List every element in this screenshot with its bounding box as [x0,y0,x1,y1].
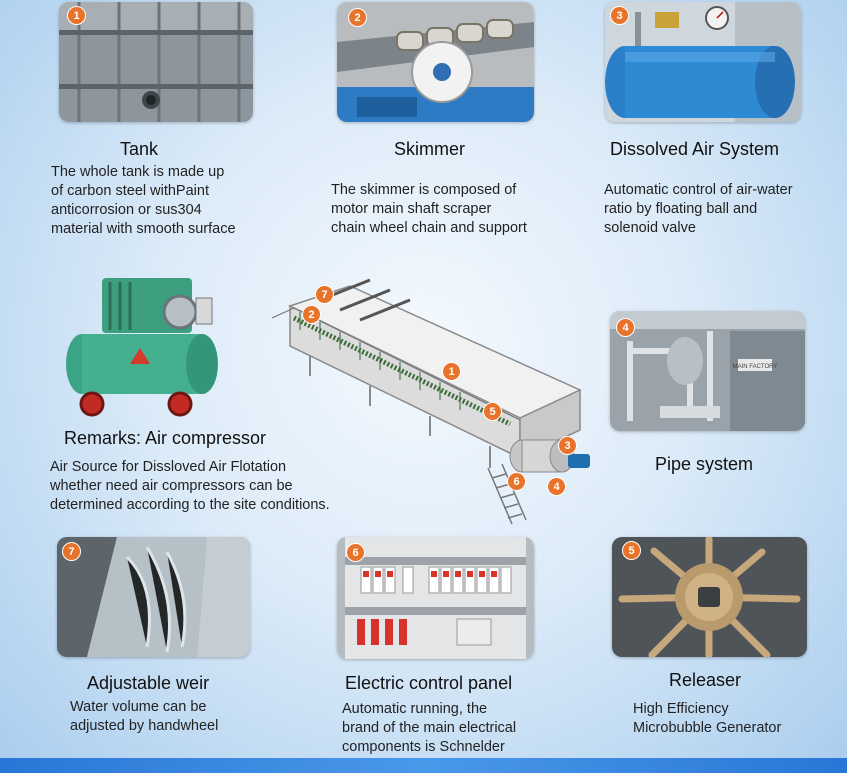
tank-desc-line: anticorrosion or sus304 [51,202,202,218]
dissolved-air-description: Automatic control of air-water ratio by … [604,181,793,238]
adjustable-weir-title: Adjustable weir [87,673,210,693]
air-compressor-desc-line: whether need air compressors can be [50,478,293,494]
tank-title: Tank [120,139,159,159]
releaser-desc-line: Microbubble Generator [633,720,782,736]
adjustable-weir-image [57,537,250,657]
electric-panel-description: Automatic running, the brand of the main… [342,700,516,757]
releaser-image [612,537,807,657]
electric-panel-desc-line: components is Schnelder [342,739,505,755]
dissolved-air-desc-line: solenoid valve [604,220,696,236]
adjustable-weir-desc-line: adjusted by handwheel [70,718,219,734]
electric-panel-photo: 6 [337,537,534,659]
adjustable-weir-description: Water volume can be adjusted by handwhee… [70,698,218,736]
tank-desc-line: The whole tank is made up [51,164,225,180]
machine-label-6: 6 [507,472,526,491]
skimmer-desc-line: chain wheel chain and support [331,220,527,236]
air-compressor-description: Air Source for Dissloved Air Flotation w… [50,458,330,515]
electric-panel-image [337,537,534,659]
electric-panel-badge: 6 [346,543,365,562]
tank-image [59,2,253,122]
tank-description: The whole tank is made up of carbon stee… [51,163,236,239]
releaser-title: Releaser [669,670,742,690]
tank-desc-line: material with smooth surface [51,221,236,237]
pipe-system-photo: MAIN FACTORY 4 [610,311,805,431]
electric-panel-title: Electric control panel [345,673,513,693]
machine-label-3: 3 [558,436,577,455]
releaser-photo: 5 [612,537,807,657]
daf-machine-diagram: 1 2 3 4 5 6 7 [250,278,600,530]
skimmer-desc-line: motor main shaft scraper [331,201,492,217]
releaser-description: High Efficiency Microbubble Generator [633,700,781,738]
skimmer-desc-line: The skimmer is composed of [331,182,517,198]
machine-label-1: 1 [442,362,461,381]
releaser-badge: 5 [622,541,641,560]
dissolved-air-image [605,2,801,122]
adjustable-weir-photo: 7 [57,537,250,657]
dissolved-air-title: Dissolved Air System [610,139,780,159]
tank-desc-line: of carbon steel withPaint [51,183,209,199]
machine-label-4: 4 [547,477,566,496]
machine-label-7: 7 [315,285,334,304]
air-compressor-desc-line: Air Source for Dissloved Air Flotation [50,459,287,475]
pipe-system-title: Pipe system [655,454,754,474]
dissolved-air-desc-line: ratio by floating ball and [604,201,758,217]
adjustable-weir-desc-line: Water volume can be [70,699,207,715]
pipe-system-image: MAIN FACTORY [610,311,805,431]
skimmer-description: The skimmer is composed of motor main sh… [331,181,527,238]
air-compressor-image [62,268,220,418]
electric-panel-desc-line: Automatic running, the [342,701,488,717]
dissolved-air-photo: 3 [605,2,801,122]
releaser-desc-line: High Efficiency [633,701,729,717]
skimmer-title: Skimmer [394,139,465,159]
adjustable-weir-badge: 7 [62,542,81,561]
pipe-system-badge: 4 [616,318,635,337]
tank-photo: 1 [59,2,253,122]
electric-panel-desc-line: brand of the main electrical [342,720,517,736]
machine-label-5: 5 [483,402,502,421]
skimmer-image [337,2,534,122]
air-compressor-desc-line: determined according to the site conditi… [50,497,330,513]
air-compressor-title: Remarks: Air compressor [64,428,267,448]
skimmer-photo: 2 [337,2,534,122]
machine-label-2: 2 [302,305,321,324]
pipe-system-plate-text: MAIN FACTORY [733,364,778,370]
dissolved-air-desc-line: Automatic control of air-water [604,182,793,198]
footer-bar [0,758,847,773]
dissolved-air-badge: 3 [610,6,629,25]
skimmer-badge: 2 [348,8,367,27]
tank-badge: 1 [67,6,86,25]
